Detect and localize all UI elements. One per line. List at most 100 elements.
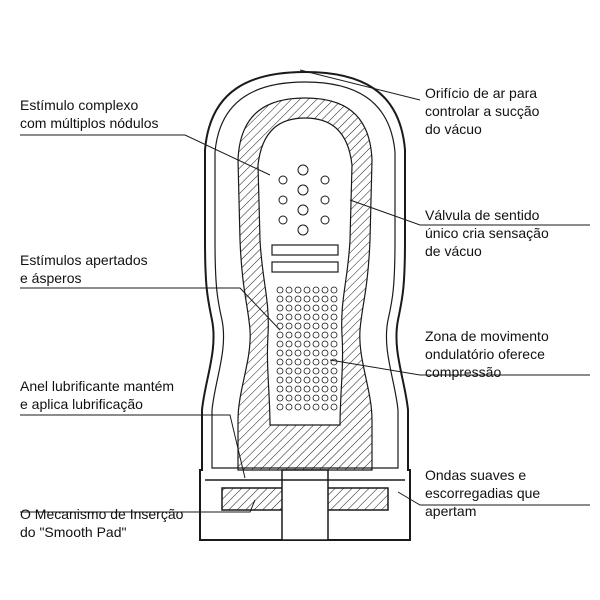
- texture-dot: [294, 286, 302, 294]
- texture-dot: [303, 358, 311, 366]
- texture-dot: [312, 349, 320, 357]
- texture-dot: [321, 304, 329, 312]
- texture-dot: [294, 376, 302, 384]
- texture-dot: [321, 394, 329, 402]
- dotted-texture: [276, 286, 338, 411]
- texture-dot: [285, 358, 293, 366]
- texture-dot: [330, 286, 338, 294]
- texture-dot: [294, 358, 302, 366]
- texture-dot: [294, 313, 302, 321]
- texture-dot: [294, 385, 302, 393]
- texture-dot: [303, 367, 311, 375]
- texture-dot: [276, 286, 284, 294]
- texture-dot: [330, 304, 338, 312]
- texture-dot: [330, 331, 338, 339]
- texture-dot: [276, 304, 284, 312]
- texture-dot: [312, 403, 320, 411]
- texture-dot: [303, 313, 311, 321]
- texture-dot: [330, 367, 338, 375]
- texture-dot: [276, 394, 284, 402]
- texture-dot: [276, 376, 284, 384]
- texture-dot: [312, 322, 320, 330]
- texture-dot: [294, 304, 302, 312]
- texture-dot: [303, 394, 311, 402]
- texture-dot: [285, 286, 293, 294]
- texture-dot: [276, 367, 284, 375]
- texture-dot: [321, 358, 329, 366]
- texture-dot: [285, 349, 293, 357]
- texture-dot: [330, 340, 338, 348]
- texture-dot: [330, 376, 338, 384]
- texture-dot: [330, 394, 338, 402]
- texture-dot: [303, 331, 311, 339]
- texture-dot: [330, 313, 338, 321]
- texture-dot: [276, 349, 284, 357]
- texture-dot: [303, 349, 311, 357]
- texture-dot: [312, 376, 320, 384]
- texture-dot: [294, 322, 302, 330]
- texture-dot: [285, 403, 293, 411]
- texture-dot: [312, 385, 320, 393]
- texture-dot: [285, 313, 293, 321]
- texture-dot: [321, 385, 329, 393]
- leader-lines: [20, 69, 590, 513]
- texture-dot: [276, 295, 284, 303]
- texture-dot: [312, 304, 320, 312]
- texture-dot: [321, 313, 329, 321]
- insertion-opening: [281, 469, 329, 541]
- texture-dot: [330, 403, 338, 411]
- texture-dot: [276, 313, 284, 321]
- texture-dot: [276, 385, 284, 393]
- texture-dot: [321, 340, 329, 348]
- texture-dot: [303, 304, 311, 312]
- texture-dot: [312, 394, 320, 402]
- texture-dot: [312, 331, 320, 339]
- texture-dot: [285, 367, 293, 375]
- texture-dot: [312, 367, 320, 375]
- texture-dot: [312, 340, 320, 348]
- texture-dot: [330, 385, 338, 393]
- texture-dot: [285, 385, 293, 393]
- ribs: [271, 244, 339, 273]
- inner-sleeve: [237, 97, 373, 471]
- texture-dot: [312, 358, 320, 366]
- texture-dot: [276, 403, 284, 411]
- texture-dot: [303, 340, 311, 348]
- texture-dot: [294, 349, 302, 357]
- texture-dot: [330, 322, 338, 330]
- texture-dot: [294, 295, 302, 303]
- nodule-chamber: [278, 164, 330, 236]
- texture-dot: [294, 367, 302, 375]
- texture-dot: [276, 331, 284, 339]
- texture-dot: [330, 349, 338, 357]
- texture-dot: [321, 403, 329, 411]
- texture-dot: [330, 295, 338, 303]
- texture-dot: [276, 340, 284, 348]
- texture-dot: [303, 385, 311, 393]
- texture-dot: [285, 331, 293, 339]
- texture-dot: [321, 322, 329, 330]
- texture-dot: [285, 295, 293, 303]
- texture-dot: [294, 331, 302, 339]
- texture-dot: [294, 403, 302, 411]
- texture-dot: [321, 286, 329, 294]
- texture-dot: [303, 322, 311, 330]
- texture-dot: [294, 394, 302, 402]
- texture-dot: [303, 295, 311, 303]
- texture-dot: [321, 349, 329, 357]
- texture-dot: [276, 322, 284, 330]
- texture-dot: [285, 394, 293, 402]
- texture-dot: [321, 376, 329, 384]
- texture-dot: [285, 322, 293, 330]
- texture-dot: [285, 376, 293, 384]
- texture-dot: [303, 376, 311, 384]
- texture-dot: [285, 304, 293, 312]
